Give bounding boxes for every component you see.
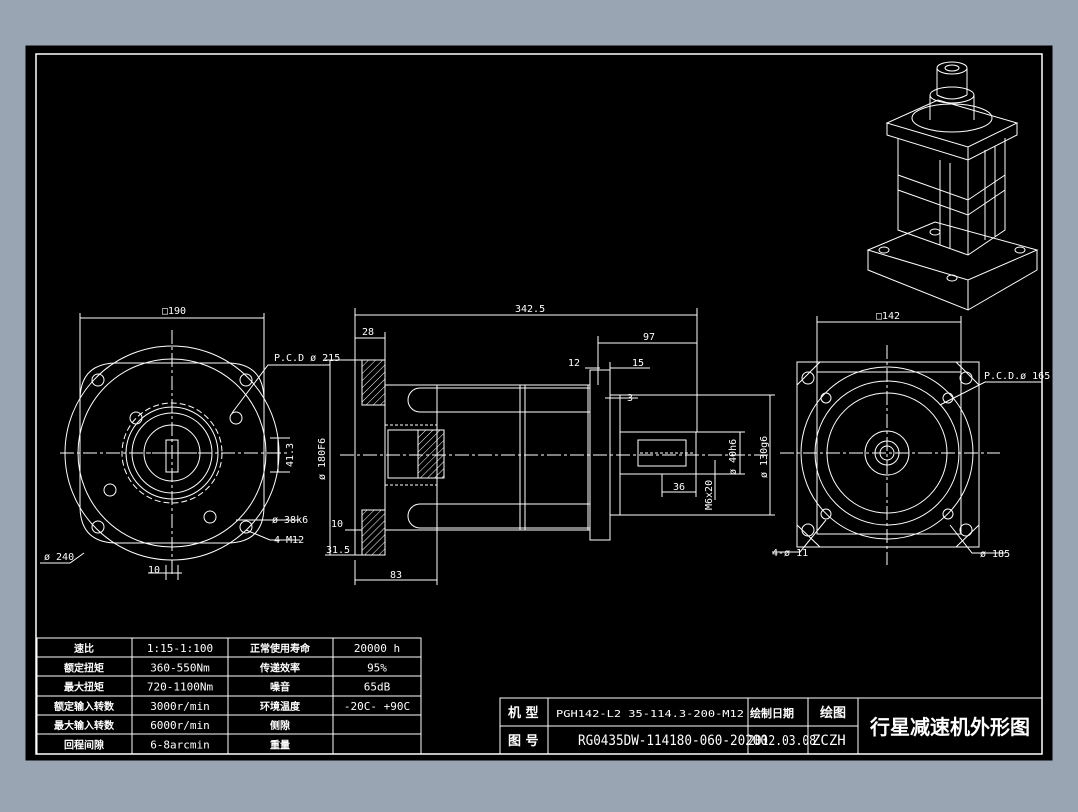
isometric-view bbox=[866, 61, 1039, 311]
model-label: 机 型 bbox=[508, 705, 539, 721]
spec-value: 360-550Nm bbox=[150, 661, 210, 674]
spec-label: 速比 bbox=[74, 642, 94, 655]
spec-label: 最大扭矩 bbox=[64, 681, 104, 694]
side-center-thread-dim: M6x20 bbox=[704, 480, 715, 510]
drawing-title: 行星减速机外形图 bbox=[869, 715, 1030, 739]
spec-value: 6000r/min bbox=[150, 719, 210, 732]
spec-label2: 侧隙 bbox=[270, 719, 290, 732]
spec-value2: 65dB bbox=[364, 681, 391, 694]
spec-value: 1:15-1:100 bbox=[147, 642, 213, 655]
side-out-pilot-dim: ø 130g6 bbox=[759, 436, 770, 478]
drawn-value: ZCZH bbox=[812, 733, 846, 749]
left-bolt-spacing-dim: 41.3 bbox=[285, 443, 296, 467]
spec-label: 回程间隙 bbox=[64, 739, 104, 752]
spec-label2: 重量 bbox=[270, 739, 290, 752]
right-square-dim: □142 bbox=[876, 311, 900, 322]
left-square-dim: □190 bbox=[162, 306, 186, 317]
drawn-label: 绘图 bbox=[820, 705, 846, 721]
spec-table-grid bbox=[36, 637, 422, 755]
spec-table: 速比 1:15-1:100 正常使用寿命 20000 h 额定扭矩 360-550Nm 传递… bbox=[54, 642, 410, 752]
side-pilot-dim: ø 180F6 bbox=[317, 438, 328, 480]
side-dim-15: 15 bbox=[632, 358, 644, 369]
spec-label: 最大输入转数 bbox=[54, 719, 115, 732]
side-section-view bbox=[325, 308, 775, 585]
side-dim-31-5: 31.5 bbox=[326, 545, 350, 556]
right-front-view bbox=[772, 316, 1042, 565]
model-value: PGH142-L2 35-114.3-200-M12 bbox=[556, 709, 744, 720]
side-key-len-dim: 36 bbox=[673, 482, 685, 493]
date-label: 绘制日期 bbox=[750, 706, 794, 720]
right-pcd-dim: P.C.D.ø 165 bbox=[984, 371, 1050, 382]
spec-value: 6-8arcmin bbox=[150, 739, 210, 752]
spec-label2: 正常使用寿命 bbox=[250, 642, 311, 655]
spec-value: 3000r/min bbox=[150, 700, 210, 713]
right-holes-dim: 4-ø 11 bbox=[772, 548, 808, 559]
spec-value: 720-1100Nm bbox=[147, 681, 214, 694]
left-tapped-holes-dim: 4-M12 bbox=[274, 535, 304, 546]
spec-value2: -20C- +90C bbox=[344, 700, 410, 713]
side-total-length-dim: 342.5 bbox=[515, 304, 545, 315]
left-bore-dim: ø 38k6 bbox=[272, 515, 308, 526]
left-front-view bbox=[40, 313, 330, 580]
side-dim-83: 83 bbox=[390, 570, 402, 581]
left-key-width-dim: 10 bbox=[148, 565, 160, 576]
side-flange-thk-dim: 28 bbox=[362, 327, 374, 338]
spec-label: 额定扭矩 bbox=[64, 661, 104, 674]
drawing-sheet bbox=[25, 45, 1053, 761]
drawing-no-value: RG0435DW-114180-060-20200 bbox=[578, 733, 768, 749]
side-shaft-dia-dim: ø 40h6 bbox=[728, 439, 739, 475]
spec-label2: 传递效率 bbox=[259, 661, 300, 674]
right-od-dim: ø 185 bbox=[980, 549, 1010, 560]
spec-value2: 95% bbox=[367, 661, 387, 674]
side-dim-12: 12 bbox=[568, 358, 580, 369]
side-dim-3: 3 bbox=[627, 393, 633, 404]
date-value: 2012.03.08 bbox=[748, 734, 816, 749]
side-dim-10: 10 bbox=[331, 519, 343, 530]
left-pcd-dim: P.C.D ø 215 bbox=[274, 353, 340, 364]
spec-label: 额定输入转数 bbox=[54, 700, 115, 713]
title-block-grid bbox=[499, 697, 1043, 755]
drawing-no-label: 图 号 bbox=[508, 734, 539, 749]
side-shaft-len-dim: 97 bbox=[643, 332, 655, 343]
spec-label2: 环境温度 bbox=[260, 700, 301, 713]
left-od-dim: ø 240 bbox=[44, 552, 74, 563]
spec-label2: 噪音 bbox=[270, 681, 290, 694]
spec-value2: 20000 h bbox=[354, 642, 400, 655]
